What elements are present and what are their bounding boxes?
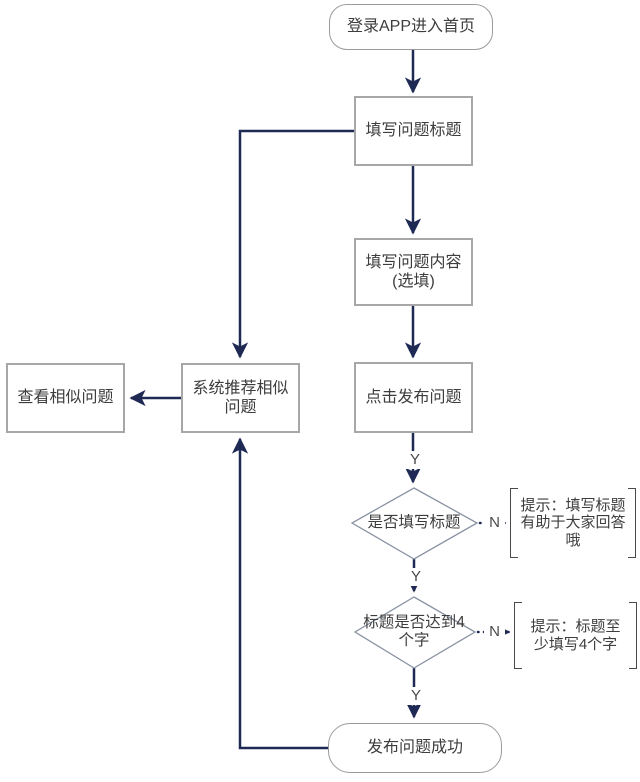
decision-title-filled-label: 是否填写标题 (367, 514, 461, 532)
edge-fill-title-to-system-recommend (231, 129, 354, 359)
node-view-similar: 查看相似问题 (6, 363, 125, 433)
decision-title-length-shape (353, 596, 477, 669)
node-fill-title: 填写问题标题 (354, 96, 473, 166)
edge-label-y3: Y (406, 687, 426, 705)
decision-title-filled-shape (350, 487, 479, 560)
edge-label-n2: N (484, 623, 505, 641)
tip-no-title: 提示：填写标题有助于大家回答哦 (510, 488, 636, 558)
edge-label-y1: Y (405, 451, 425, 469)
edge-label-y2: Y (406, 568, 426, 586)
node-start: 登录APP进入首页 (329, 4, 493, 50)
edge-success-to-system-recommend (231, 437, 328, 750)
tip-short-title: 提示：标题至少填写4个字 (514, 602, 637, 669)
node-click-publish: 点击发布问题 (354, 362, 473, 433)
node-publish-success: 发布问题成功 (328, 723, 502, 773)
edge-label-n1: N (484, 514, 505, 532)
node-system-recommend: 系统推荐相似问题 (181, 363, 300, 433)
decision-title-length-label: 标题是否达到4个字 (363, 614, 465, 649)
node-fill-content: 填写问题内容 (选填) (354, 238, 473, 306)
